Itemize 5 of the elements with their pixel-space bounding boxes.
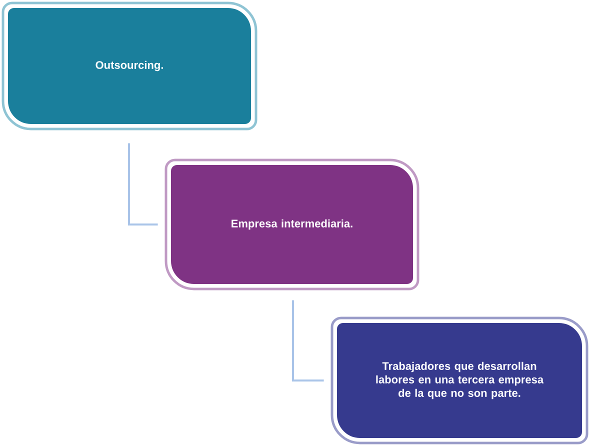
connector-line [128,143,158,226]
process-box: Outsourcing. [2,2,258,130]
process-box: Empresa intermediaria. [164,158,420,290]
connector-line [292,300,324,382]
process-box: Trabajadores que desarrollan labores en una tercera empresa de la que no son parte. [330,316,588,444]
